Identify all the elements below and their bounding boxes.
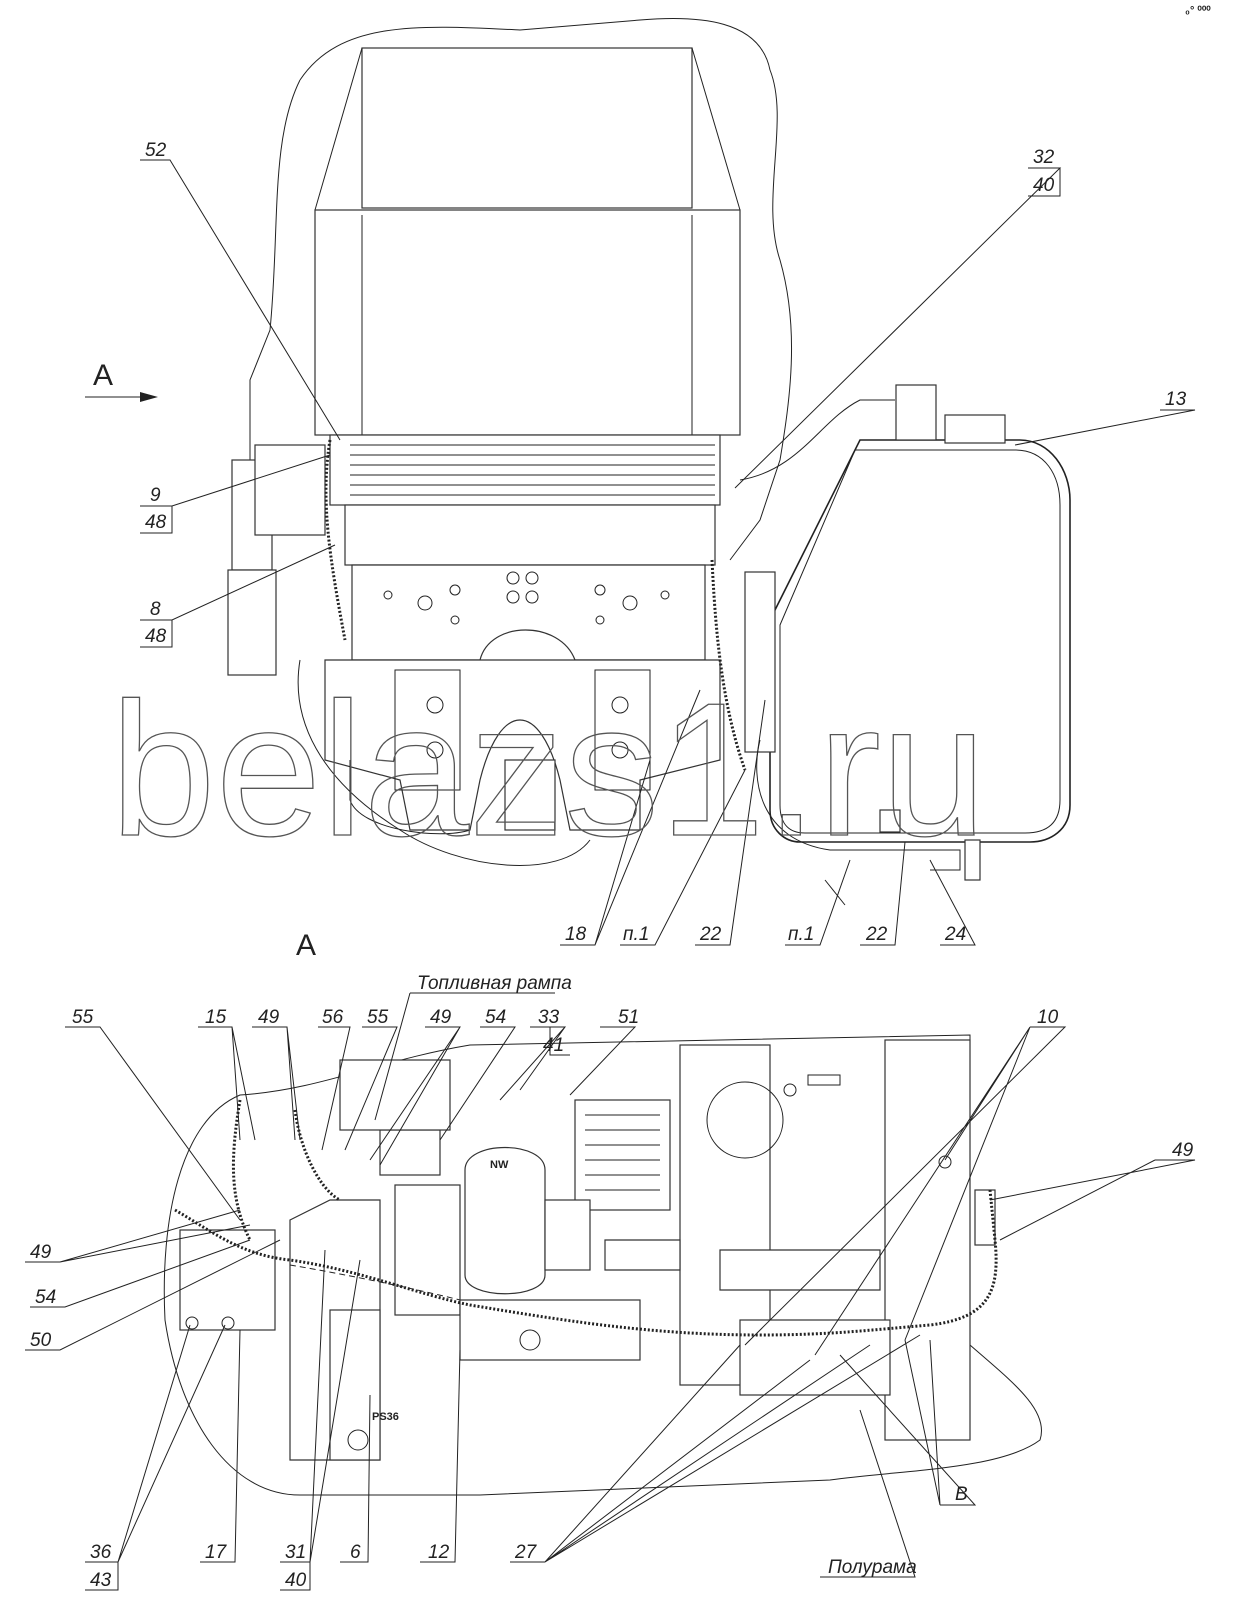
side-bracket-lower	[227, 569, 277, 676]
tank-filler-cap	[895, 384, 937, 441]
machine-outline-bottom	[297, 659, 591, 866]
half-frame-label: Полурама	[828, 1557, 917, 1578]
alternator-fins	[585, 1114, 660, 1191]
mount-plate	[351, 564, 706, 661]
callout-49-a: 49	[258, 1007, 280, 1028]
front-mount	[504, 759, 556, 831]
corner-mark: ₀° ⁰⁰⁰	[1185, 5, 1211, 17]
fuel-tank	[769, 439, 1071, 843]
fuel-lines	[739, 399, 961, 871]
detail-b-label: В	[955, 1484, 968, 1505]
callout-6: 6	[350, 1542, 361, 1563]
callout-12: 12	[428, 1542, 450, 1563]
callout-8: 8	[150, 599, 161, 620]
bracket-mark: PS36	[372, 1411, 399, 1423]
callout-13: 13	[1165, 389, 1187, 410]
alternator	[574, 1099, 671, 1211]
callout-10: 10	[1037, 1007, 1059, 1028]
callout-27: 27	[514, 1542, 538, 1563]
view-a: NW PS36	[25, 973, 1196, 1591]
callout-40: 40	[1033, 175, 1055, 196]
harness-branch	[231, 1099, 341, 1241]
callout-24: 24	[944, 924, 966, 945]
oil-cooler	[544, 1199, 591, 1271]
engine-block	[324, 659, 721, 831]
machine-outline	[299, 18, 793, 561]
tank-bracket	[744, 571, 776, 753]
plate-17-bolts	[185, 1316, 235, 1330]
radiator-upper	[361, 47, 693, 209]
flywheel	[706, 1081, 784, 1159]
callout-8-48: 48	[145, 626, 167, 647]
callout-p1-b: п.1	[788, 924, 814, 945]
callout-52: 52	[145, 140, 167, 161]
callout-49-d: 49	[30, 1242, 52, 1263]
mount-plate-holes	[383, 571, 670, 625]
main-harness	[174, 1189, 998, 1337]
callout-55-a: 55	[72, 1007, 94, 1028]
bracket-6	[329, 1309, 381, 1461]
callout-32: 32	[1033, 147, 1055, 168]
watermark: belazs1.ru	[110, 664, 987, 876]
callout-15: 15	[205, 1007, 227, 1028]
plate-17	[179, 1229, 276, 1331]
harness-left	[324, 439, 347, 641]
leader-lines-view-a	[25, 992, 1196, 1591]
fuel-pump	[379, 1129, 441, 1176]
callout-41: 41	[543, 1035, 564, 1056]
machine-outline-left	[249, 79, 301, 580]
coolant-pipes	[604, 1239, 881, 1291]
direction-arrow-plate	[807, 1074, 841, 1086]
filter-mark: NW	[490, 1159, 509, 1171]
fuel-rail	[339, 1059, 451, 1131]
side-unit	[254, 444, 326, 536]
cooler-fins	[350, 444, 715, 496]
top-view: A 52 32 40 13 9 48 8 48 18 п.1 22 п.1 22…	[85, 18, 1196, 946]
view-arrow-head	[140, 392, 158, 402]
callout-51: 51	[618, 1007, 639, 1028]
frame-line	[349, 760, 471, 835]
fuel-fitting	[964, 839, 981, 881]
cab-panel	[884, 1039, 971, 1441]
fuel-tank-inner	[779, 449, 1061, 834]
callout-22-b: 22	[865, 924, 888, 945]
oil-filter	[464, 1146, 546, 1295]
callout-56: 56	[322, 1007, 344, 1028]
callout-9: 9	[150, 485, 161, 506]
callout-50: 50	[30, 1330, 52, 1351]
hidden-harness-route	[289, 1264, 461, 1301]
engine-mount-bolts	[426, 696, 629, 759]
fuel-rail-label: Топливная рампа	[417, 973, 572, 994]
view-arrow-label: A	[93, 359, 113, 392]
callout-36: 36	[90, 1542, 112, 1563]
callout-17: 17	[205, 1542, 228, 1563]
callout-p1-a: п.1	[623, 924, 649, 945]
callout-55-b: 55	[367, 1007, 389, 1028]
leader-lines-top	[140, 159, 1196, 946]
callout-43: 43	[90, 1570, 112, 1591]
callout-40-b: 40	[285, 1570, 307, 1591]
radiator-core	[314, 209, 741, 436]
callout-9-48: 48	[145, 512, 167, 533]
callout-54-b: 54	[35, 1287, 56, 1308]
tank-drain	[879, 809, 901, 833]
callout-18: 18	[565, 924, 587, 945]
half-frame	[739, 1319, 891, 1396]
callout-49-b: 49	[430, 1007, 452, 1028]
cooler-base	[344, 504, 716, 566]
tank-sender-unit	[944, 414, 1006, 444]
starter	[459, 1299, 641, 1361]
radiator-shroud-edges	[314, 47, 741, 211]
harness-right	[710, 559, 747, 771]
callout-31: 31	[285, 1542, 306, 1563]
view-a-title: A	[296, 929, 316, 962]
callout-22-a: 22	[699, 924, 722, 945]
engine-mount-brackets	[394, 669, 651, 791]
callout-33: 33	[538, 1007, 560, 1028]
charge-air-cooler	[329, 434, 721, 506]
callout-49-c: 49	[1172, 1140, 1194, 1161]
callout-54-a: 54	[485, 1007, 506, 1028]
